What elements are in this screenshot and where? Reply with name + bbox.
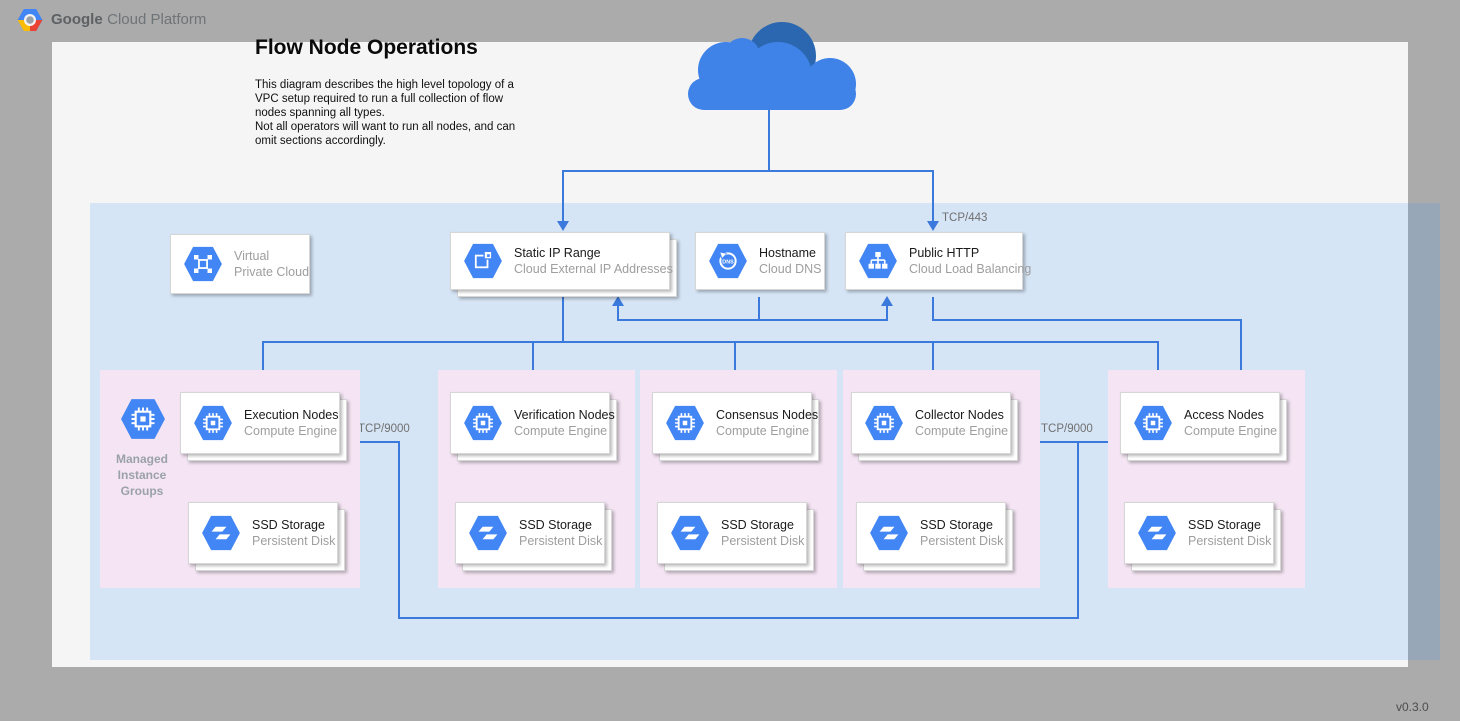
- card-title: Static IP Range: [514, 245, 673, 261]
- ssd-storage-card: SSD Storage Persistent Disk: [188, 502, 338, 564]
- connector-line: [758, 297, 760, 320]
- card-title: SSD Storage: [721, 517, 804, 533]
- persistent-disk-icon: [468, 515, 508, 551]
- arrowhead-icon: [557, 221, 569, 231]
- mig-label-line: Instance: [98, 467, 186, 483]
- compute-engine-icon: [463, 405, 503, 441]
- connector-line: [886, 305, 888, 320]
- card-title: Public HTTP: [909, 245, 1031, 261]
- compute-engine-icon: [864, 405, 904, 441]
- external-ip-icon: [463, 243, 503, 279]
- page-title: Flow Node Operations: [255, 36, 478, 60]
- public-http-card: Public HTTP Cloud Load Balancing: [845, 232, 1023, 290]
- managed-instance-groups-icon: [120, 398, 166, 440]
- card-title: SSD Storage: [920, 517, 1003, 533]
- persistent-disk-icon: [1137, 515, 1177, 551]
- vpc-icon: [183, 246, 223, 282]
- virtual-private-cloud-card: Virtual Private Cloud: [170, 234, 310, 294]
- ssd-storage-card: SSD Storage Persistent Disk: [657, 502, 807, 564]
- brand-cloud-platform: Cloud Platform: [107, 11, 206, 28]
- compute-engine-icon: [1133, 405, 1173, 441]
- connector-line: [768, 110, 770, 171]
- compute-engine-icon: [193, 405, 233, 441]
- card-subtitle: Private Cloud: [234, 264, 309, 280]
- connector-line: [1077, 441, 1079, 619]
- connector-line: [617, 319, 888, 321]
- card-title: SSD Storage: [252, 517, 335, 533]
- gcp-brand: Google Cloud Platform: [17, 8, 206, 32]
- access-nodes-card: Access Nodes Compute Engine: [1120, 392, 1280, 454]
- card-title: Execution Nodes: [244, 407, 339, 423]
- mig-label-line: Managed: [98, 451, 186, 467]
- execution-nodes-card: Execution Nodes Compute Engine: [180, 392, 340, 454]
- card-title: SSD Storage: [519, 517, 602, 533]
- arrowhead-icon: [612, 296, 624, 306]
- ssd-storage-card: SSD Storage Persistent Disk: [856, 502, 1006, 564]
- ssd-storage-card: SSD Storage Persistent Disk: [455, 502, 605, 564]
- version-label: v0.3.0: [1396, 700, 1429, 714]
- card-subtitle: Persistent Disk: [920, 533, 1003, 549]
- card-title: Verification Nodes: [514, 407, 615, 423]
- description-paragraph-1: This diagram describes the high level to…: [255, 78, 529, 120]
- card-title: Access Nodes: [1184, 407, 1277, 423]
- card-subtitle: Persistent Disk: [721, 533, 804, 549]
- mig-label-line: Groups: [98, 483, 186, 499]
- gcp-logo-icon: [17, 8, 43, 32]
- persistent-disk-icon: [670, 515, 710, 551]
- static-ip-range-card: Static IP Range Cloud External IP Addres…: [450, 232, 670, 290]
- load-balancing-icon: [858, 243, 898, 279]
- card-subtitle: Compute Engine: [514, 423, 615, 439]
- connector-line: [562, 170, 564, 222]
- managed-instance-groups-label: Managed Instance Groups: [98, 451, 186, 499]
- card-title: Consensus Nodes: [716, 407, 818, 423]
- card-title: Hostname: [759, 245, 822, 261]
- hostname-card: Hostname Cloud DNS: [695, 232, 825, 290]
- card-subtitle: Persistent Disk: [252, 533, 335, 549]
- ssd-storage-card: SSD Storage Persistent Disk: [1124, 502, 1274, 564]
- internet-cloud-icon: [682, 14, 864, 112]
- brand-google: Google: [51, 11, 103, 28]
- connector-line: [262, 341, 1159, 343]
- connector-line: [617, 305, 619, 320]
- connector-line: [562, 297, 564, 343]
- connector-line: [932, 170, 934, 222]
- port-label-tcp443: TCP/443: [942, 212, 987, 224]
- consensus-nodes-card: Consensus Nodes Compute Engine: [652, 392, 812, 454]
- card-subtitle: Cloud DNS: [759, 261, 822, 277]
- card-subtitle: Compute Engine: [915, 423, 1008, 439]
- card-subtitle: Persistent Disk: [1188, 533, 1271, 549]
- card-subtitle: Persistent Disk: [519, 533, 602, 549]
- collector-nodes-card: Collector Nodes Compute Engine: [851, 392, 1011, 454]
- arrowhead-icon: [927, 221, 939, 231]
- connector-line: [398, 617, 1079, 619]
- card-subtitle: Compute Engine: [244, 423, 339, 439]
- card-title: SSD Storage: [1188, 517, 1271, 533]
- description-paragraph-2: Not all operators will want to run all n…: [255, 120, 529, 148]
- cloud-dns-icon: [708, 243, 748, 279]
- connector-line: [932, 319, 1242, 321]
- card-subtitle: Cloud External IP Addresses: [514, 261, 673, 277]
- arrowhead-icon: [881, 296, 893, 306]
- persistent-disk-icon: [201, 515, 241, 551]
- connector-line: [359, 441, 399, 443]
- card-subtitle: Compute Engine: [1184, 423, 1277, 439]
- card-title: Virtual: [234, 248, 309, 264]
- port-label-tcp9000: TCP/9000: [358, 423, 410, 435]
- connector-line: [398, 441, 400, 619]
- port-label-tcp9000: TCP/9000: [1041, 423, 1093, 435]
- card-subtitle: Cloud Load Balancing: [909, 261, 1031, 277]
- compute-engine-icon: [665, 405, 705, 441]
- connector-line: [932, 297, 934, 320]
- persistent-disk-icon: [869, 515, 909, 551]
- card-title: Collector Nodes: [915, 407, 1008, 423]
- diagram-description: This diagram describes the high level to…: [255, 78, 529, 148]
- verification-nodes-card: Verification Nodes Compute Engine: [450, 392, 610, 454]
- connector-line: [562, 170, 934, 172]
- card-subtitle: Compute Engine: [716, 423, 818, 439]
